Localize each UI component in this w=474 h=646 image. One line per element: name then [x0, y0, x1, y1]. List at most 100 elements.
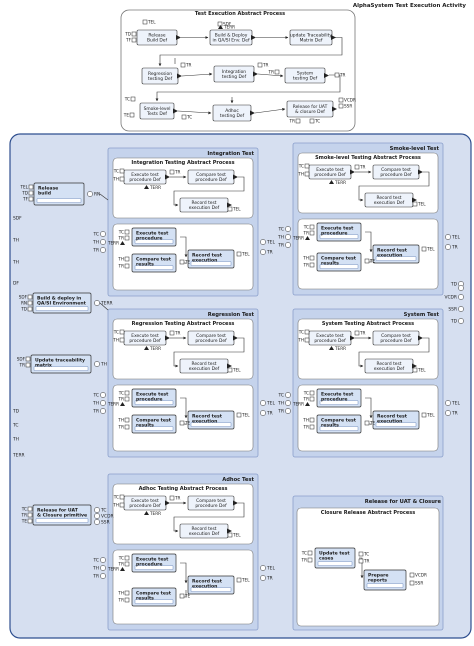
group-3-exec-record-field: [190, 422, 232, 427]
group-3-def-record-out-icon: [227, 363, 232, 369]
pin-label: TR: [118, 425, 125, 430]
pin-label: TR: [303, 425, 310, 430]
group-3-edge-2: [173, 337, 245, 368]
pin-label: TR: [339, 73, 346, 78]
pin-label: TH: [302, 418, 309, 423]
group-1-def-compare-out-icon: [233, 174, 238, 180]
group-1-exec-compare-field: [134, 265, 174, 270]
pin-label: TR: [363, 559, 370, 564]
top-node-5-out-icon: [253, 71, 258, 77]
release-node-update-field: [317, 561, 353, 566]
group-1-exec-pin-tr: [124, 235, 130, 241]
pin-label: TC: [118, 230, 124, 235]
top-node-1-out-icon: [176, 35, 181, 40]
top-node-3-out-icon: [331, 35, 336, 40]
pin-label: TEL: [417, 202, 426, 207]
group-3-port-tel: [260, 400, 266, 406]
group-3-exec-compare-field: [134, 426, 174, 431]
top-node-4-out-icon: [177, 73, 182, 79]
pin-label: TH: [117, 418, 124, 423]
pin-label: TR: [118, 264, 125, 269]
pin-label: TC: [186, 115, 192, 120]
pin-label: TE: [369, 259, 376, 264]
pin-label: TEL: [241, 252, 250, 257]
group-3-exec-edge-1: [180, 397, 188, 419]
left-item-2-pin: [27, 294, 33, 300]
release-pin-4: [358, 558, 364, 564]
group-5-port-tr: [100, 573, 106, 579]
group-2-exec-pin-tc: [309, 224, 315, 230]
pin-label: VCDR: [344, 98, 356, 103]
group-3-pin-terr-label: TERR: [149, 346, 161, 351]
group-5-exec-pin-tel: [236, 577, 242, 583]
group-2-port-tr: [285, 242, 291, 248]
port-label: TC: [278, 393, 285, 399]
group-1-exec-execute-field: [134, 239, 174, 244]
outer-right-port-4: [458, 318, 464, 324]
pin-label: TR: [118, 562, 125, 567]
group-4-pin-tel: [412, 367, 418, 373]
top-node-2-out-icon: [251, 35, 256, 40]
pin-label: TC: [113, 169, 119, 174]
group-2-pin-tel: [412, 201, 418, 207]
pin-label: SSR: [415, 581, 423, 586]
group-3-exec-pin-terr: [120, 402, 125, 406]
port-label: TC: [93, 558, 100, 564]
port-label: TR: [92, 409, 99, 415]
edge-regr-integ: [181, 72, 213, 77]
left-item-2-pin: [27, 300, 33, 306]
group-2-exec-pin-tr2: [309, 262, 315, 268]
port-label: TD: [450, 319, 458, 325]
outer-right-port-2: [458, 294, 464, 300]
pin-label: TC: [303, 391, 309, 396]
outer-left-port-label: TD: [12, 409, 20, 415]
group-5-pin-terr: [144, 511, 149, 515]
pin-label: TE: [184, 421, 191, 426]
group-4-pin-tr: [354, 330, 360, 336]
group-2-exec-record-field: [375, 256, 417, 261]
group-5-exec-pin-th: [124, 590, 130, 596]
pin-label: TE: [123, 113, 130, 118]
group-1-port-th: [100, 239, 106, 245]
left-item-1-pin: [28, 184, 34, 190]
pin-label: TD: [124, 32, 131, 37]
group-3-exec-pin-th: [124, 417, 130, 423]
outer-right-port-3: [458, 306, 464, 312]
pin-label: TF: [22, 197, 29, 202]
group-2-title: Smoke-level Test: [390, 146, 440, 152]
group-3-exec-pin-tc: [124, 390, 130, 396]
pin-label: TR: [118, 598, 125, 603]
release-pin-2: [307, 557, 313, 563]
pin-label: VCDR: [415, 573, 427, 578]
group-4-def-compare-out-icon: [418, 335, 423, 341]
group-1-port-tr: [100, 247, 106, 253]
group-2-pin-tc: [304, 163, 310, 169]
conn-left-integ: [99, 193, 109, 201]
pin-label: TR: [185, 63, 192, 68]
top-pin-5: [131, 37, 137, 43]
group-2-port-tr-out: [445, 244, 451, 250]
group-4-exec-pin-te: [364, 420, 370, 426]
left-item-2-pin: [27, 306, 33, 312]
release-pin-5: [409, 572, 415, 578]
group-1-def-record-out-icon: [227, 202, 232, 208]
group-2-def-compare-out-icon: [418, 169, 423, 175]
pin-label: TR: [303, 231, 310, 236]
port-label: RN: [94, 192, 100, 198]
group-3-pin-tc: [119, 329, 125, 335]
group-2-pin-terr-label: TERR: [334, 180, 346, 185]
